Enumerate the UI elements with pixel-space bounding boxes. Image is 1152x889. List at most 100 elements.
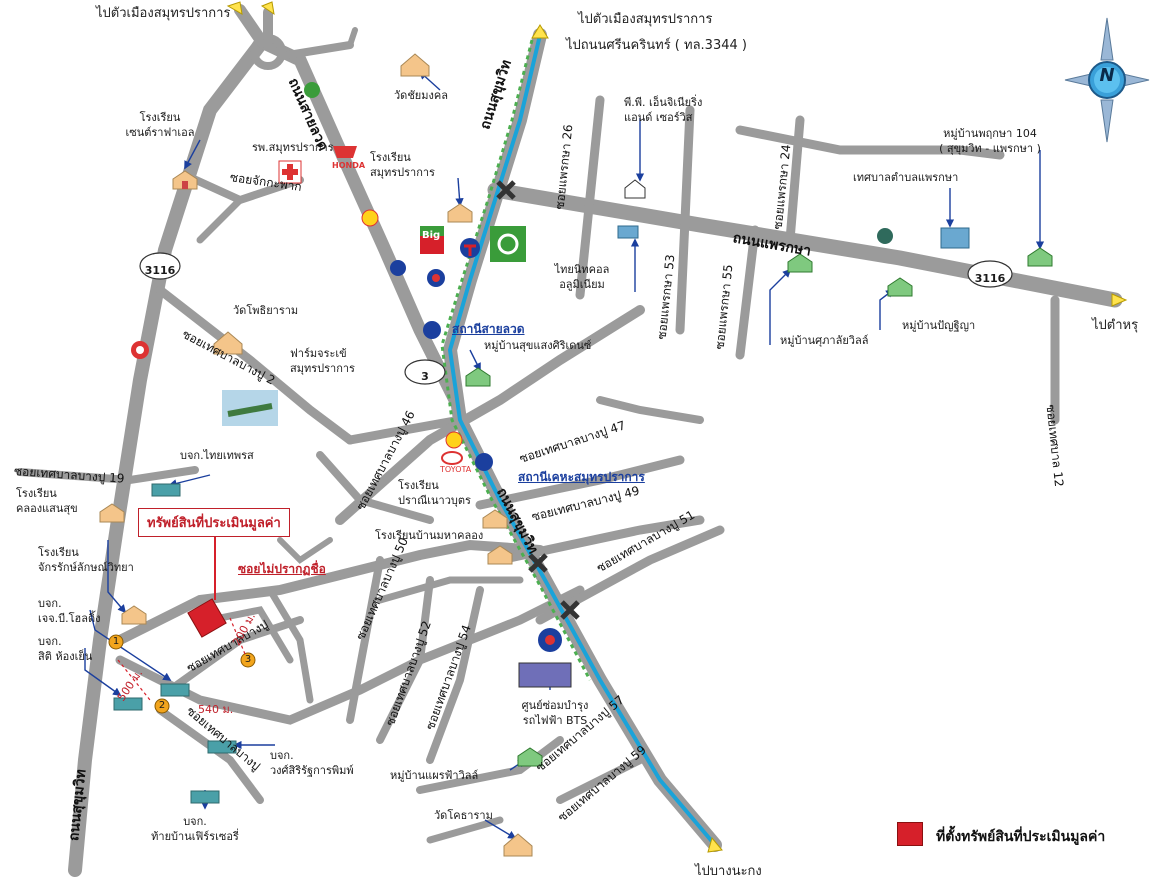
arrow-top-left-2 [260, 1, 275, 16]
house-icon [465, 367, 491, 387]
overpass-icon [496, 180, 516, 200]
caltex-icon [131, 341, 149, 359]
marker-3-label: 3 [244, 654, 252, 665]
marker-3 [240, 652, 256, 668]
shell-icon [361, 209, 379, 227]
label-station-kheha: สถานีเคหะสมุทรปราการ [518, 470, 645, 484]
kbank-icon [304, 82, 320, 98]
label-school-samut: โรงเรียน สมุทรปราการ [370, 151, 435, 179]
marker-1-label: 1 [112, 636, 120, 647]
label-bjk-wongsasin: บจก. วงศ์สิริรัฐการพิมพ์ [270, 749, 354, 777]
label-school-chakkrarak: โรงเรียน จักรรักษ์ลักษณ์วิทยา [38, 546, 134, 574]
label-bjk-jp: บจก. เจจ.บี.โฮลดิ้ง [38, 597, 101, 625]
route-3-badge [404, 359, 446, 385]
destination-top-left: ไปตัวเมืองสมุทรปราการ [96, 6, 231, 21]
label-wat-phothi: วัดโพธิยาราม [233, 304, 299, 317]
label-robinson: ROBINSON [490, 261, 528, 269]
label-crocodile-farm: ฟาร์มจระเข้ สมุทรปราการ [290, 347, 355, 375]
route-3116-right-badge [967, 260, 1013, 288]
honda-icon [333, 146, 357, 158]
label-muban-suphalai: หมู่บ้านศุภาลัยวิลล์ [780, 334, 869, 347]
label-honda: HONDA [332, 161, 366, 170]
label-school-ban-khlong: โรงเรียนบ้านมหาคลอง [375, 529, 484, 542]
overpass-icons [496, 180, 580, 620]
arrow-top-right [531, 24, 549, 39]
destination-top-right-2: ไปถนนศรีนครินทร์ ( ทล.3344 ) [566, 38, 747, 53]
school-icon [447, 203, 473, 223]
label-school-pranee: โรงเรียน ปราณีเนาวบุตร [398, 479, 471, 507]
factory-icon [617, 225, 639, 239]
label-station-sai-luat: สถานีสายลวด [452, 322, 525, 336]
route-3: 3 [421, 370, 429, 383]
robinson-logo-icon [490, 226, 526, 262]
bts-dots [440, 39, 592, 681]
marker-2-label: 2 [158, 700, 166, 711]
factory-icon [207, 740, 237, 754]
bigc-logo-icon [420, 226, 444, 254]
hospital-icon [278, 160, 302, 184]
route-3116-right: 3116 [974, 272, 1006, 285]
building-icon [940, 227, 970, 249]
label-muban-panya: หมู่บ้านปัญฐิญา [902, 319, 976, 332]
label-hospital: รพ.สมุทรปราการ [252, 141, 334, 154]
factory-icon [160, 683, 190, 697]
arrow-top-left-1 [226, 1, 243, 15]
label-bjk-thai-thepsa: บจก.ไทยเทพรส [180, 449, 254, 462]
crocodile-icon [222, 390, 278, 426]
label-muban-phruksa: หมู่บ้านพฤกษา 104 ( สุขุมวิท - แพรกษา ) [939, 127, 1041, 155]
shell-icon [445, 431, 463, 449]
road-label-no-name: ซอยไม่ปรากฏชื่อ [238, 562, 326, 576]
school-icon [172, 170, 198, 190]
temple-icon [503, 833, 533, 857]
marker-2 [154, 698, 170, 714]
bts-logo-icon [423, 321, 441, 339]
factory-icon [151, 483, 181, 497]
label-muban-suksiri: หมู่บ้านสุขแสงศิริเดนซ์ [484, 339, 592, 352]
house-icon [624, 179, 646, 199]
label-wat-chai-mongkhon: วัดชัยมงคล [394, 89, 448, 102]
route-3116-left: 3116 [144, 264, 176, 277]
label-bjk-thaiban: บจก. ท้ายบ้านเฟิร์รเซอรี่ [151, 815, 239, 843]
house-icon [1027, 247, 1053, 267]
overpass-icon [560, 600, 580, 620]
bangchak-icon [390, 260, 406, 276]
distance-line [117, 659, 151, 701]
arrow-bottom [707, 836, 723, 853]
label-thai-nichi: ไทยนิทคอล อลูมิเนียม [554, 263, 610, 291]
label-pp-engineering: พี.พี. เอ็นจิเนียริ่ง แอนด์ เซอร์วิส [624, 96, 703, 124]
label-thetsaban-phraeksa: เทศบาลตำบลแพรกษา [853, 171, 959, 184]
label-toyota: TOYOTA [440, 465, 472, 474]
label-big-c: Big [422, 230, 441, 241]
label-school-saint-raphael: โรงเรียน เซนต์ราฟาเอล [125, 111, 195, 139]
bts-line [447, 34, 717, 847]
destination-top-right-1: ไปตัวเมืองสมุทรปราการ [578, 12, 713, 27]
label-wat-khothi: วัดโคธาราม [434, 809, 493, 822]
school-icon [487, 545, 513, 565]
school-icon [99, 503, 125, 523]
house-icon [787, 253, 813, 273]
house-icon [887, 277, 913, 297]
bts-depot-icon [518, 662, 572, 688]
factory-icon [190, 790, 220, 804]
ptt-icon [427, 269, 445, 287]
route-3116-left-badge [139, 252, 181, 280]
legend-label: ที่ตั้งทรัพย์สินที่ประเมินมูลค่า [936, 829, 1106, 845]
label-muban-premier: หมู่บ้านแผรฟ้าวิลล์ [390, 769, 479, 782]
kbank-icon [877, 228, 893, 244]
destination-bottom: ไปบางนะกง [695, 864, 762, 879]
distance-540: 540 ม. [198, 703, 234, 716]
legend-swatch [897, 822, 923, 846]
label-bts-depot: ศูนย์ซ่อมบำรุง รถไฟฟ้า BTS [521, 699, 589, 727]
ptt-icon [538, 628, 562, 652]
bts-logo-icon [460, 238, 480, 258]
direction-arrows [226, 1, 1128, 853]
house-icon [517, 747, 543, 767]
temple-icon [400, 53, 430, 77]
overpass-icon [528, 553, 548, 573]
bts-logo-icon [475, 453, 493, 471]
building-icons [99, 53, 1053, 857]
marker-1 [108, 634, 124, 650]
distance-line [229, 617, 246, 655]
label-bjk-siti: บจก. สิติ ห้องเย็น [38, 635, 93, 663]
